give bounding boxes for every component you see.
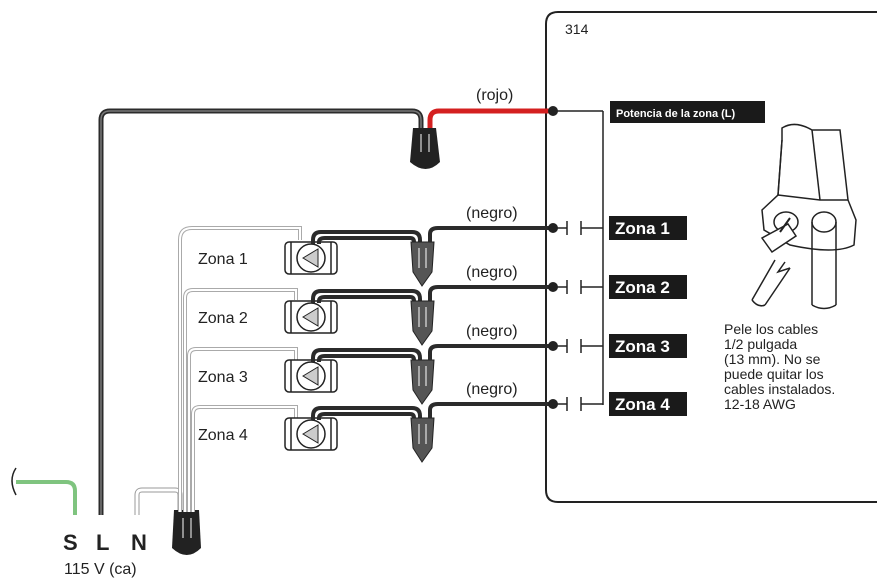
supply-n-label: N — [131, 530, 147, 555]
note-line: 1/2 pulgada — [724, 336, 798, 352]
black-wire-label: (negro) — [466, 323, 518, 340]
zone-terminal-badge — [609, 275, 687, 299]
zone-row-3: Zona 3 (negro) Zona 3 — [198, 323, 687, 405]
red-wire-label: (rojo) — [476, 87, 513, 104]
wire-nut-icon — [410, 300, 435, 346]
controller-box — [545, 11, 877, 503]
black-wire-label: (negro) — [466, 381, 518, 398]
ground-wire — [11, 467, 17, 496]
black-wire-label: (negro) — [466, 205, 518, 222]
zone-power-label: Potencia de la zona (L) — [616, 108, 736, 120]
wire-nut-icon — [172, 510, 201, 555]
zone-label: Zona 4 — [198, 427, 248, 444]
zone-terminal-label: Zona 3 — [615, 337, 670, 356]
pump-valve-icon — [284, 300, 338, 334]
note-line: Pele los cables — [724, 321, 819, 337]
ground-wire-green — [16, 480, 77, 515]
zone-terminal-label: Zona 1 — [615, 219, 670, 238]
zone-row-4: Zona 4 (negro) Zona 4 — [198, 381, 687, 463]
red-wire — [427, 108, 553, 128]
note-line: cables instalados. — [724, 381, 836, 397]
zone-row-2: Zona 2 (negro) Zona 2 — [198, 264, 687, 346]
wire-nut-icon — [410, 417, 435, 463]
wire-nut-icon — [410, 359, 435, 405]
wire-nut-icon — [410, 128, 440, 169]
zone-power-badge — [610, 101, 765, 123]
wire-strip-note: Pele los cables 1/2 pulgada (13 mm). No … — [724, 322, 874, 412]
zone-terminal-badge — [609, 392, 687, 416]
n-wire — [134, 487, 183, 515]
l-wire — [98, 108, 424, 515]
terminal-connector-icon — [751, 123, 857, 310]
model-number: 314 — [565, 21, 589, 37]
pump-valve-icon — [284, 417, 338, 451]
zone-terminal-label: Zona 2 — [615, 278, 670, 297]
supply-voltage-label: 115 V (ca) — [64, 561, 137, 578]
note-line: puede quitar los — [724, 366, 824, 382]
black-wire-label: (negro) — [466, 264, 518, 281]
note-line: (13 mm). No se — [724, 351, 821, 367]
wire-nut-icon — [410, 241, 435, 287]
zone-label: Zona 2 — [198, 310, 248, 327]
zone-terminal-badge — [609, 216, 687, 240]
zone-terminal-badge — [609, 334, 687, 358]
pump-valve-icon — [284, 241, 338, 275]
zone-label: Zona 3 — [198, 369, 248, 386]
zone-label: Zona 1 — [198, 251, 248, 268]
zone-row-1: Zona 1 (negro) Zona 1 — [198, 205, 687, 287]
zone-terminal-label: Zona 4 — [615, 395, 670, 414]
supply-s-label: S — [63, 530, 78, 555]
pump-valve-icon — [284, 359, 338, 393]
supply-l-label: L — [96, 530, 109, 555]
note-line: 12-18 AWG — [724, 396, 796, 412]
neutral-bundle — [178, 226, 302, 512]
